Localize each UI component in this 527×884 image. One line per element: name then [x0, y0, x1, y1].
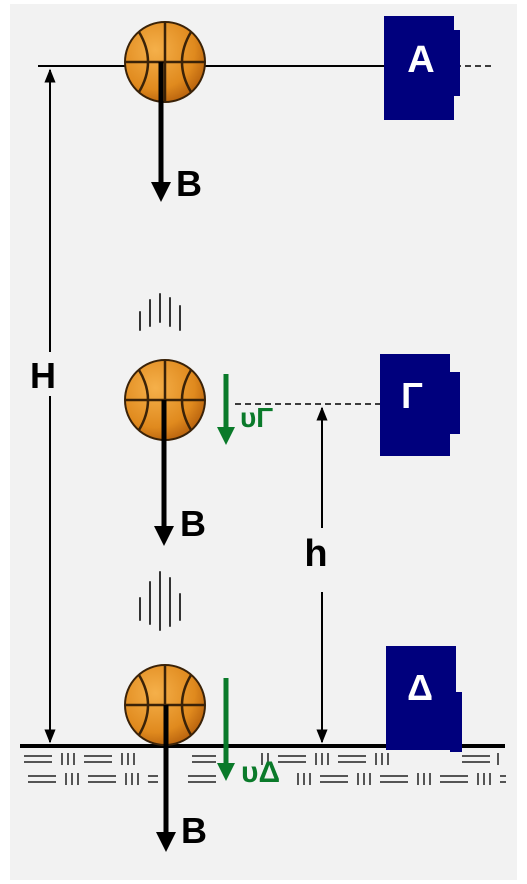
position-box-g: Γ: [380, 354, 460, 456]
velocity-label-d: υΔ: [241, 756, 280, 789]
position-label-a: Α: [407, 39, 434, 81]
total-height-label: H: [30, 355, 56, 396]
position-box-a: Α: [384, 16, 460, 120]
partial-height-label: h: [304, 533, 327, 575]
total-height-label-backing: [24, 352, 72, 396]
velocity-label-g: υΓ: [240, 402, 273, 433]
weight-label-middle: B: [180, 503, 206, 544]
position-label-g: Γ: [401, 375, 423, 416]
partial-height-label-backing: [298, 528, 346, 592]
motion-lines-lower: [139, 571, 181, 631]
weight-label-bottom: B: [181, 810, 207, 851]
position-box-d: Δ: [386, 646, 462, 752]
motion-lines-upper: [139, 293, 181, 331]
basketball-top-icon: [124, 21, 206, 103]
position-label-d: Δ: [407, 667, 433, 708]
weight-label-top: B: [176, 163, 202, 204]
